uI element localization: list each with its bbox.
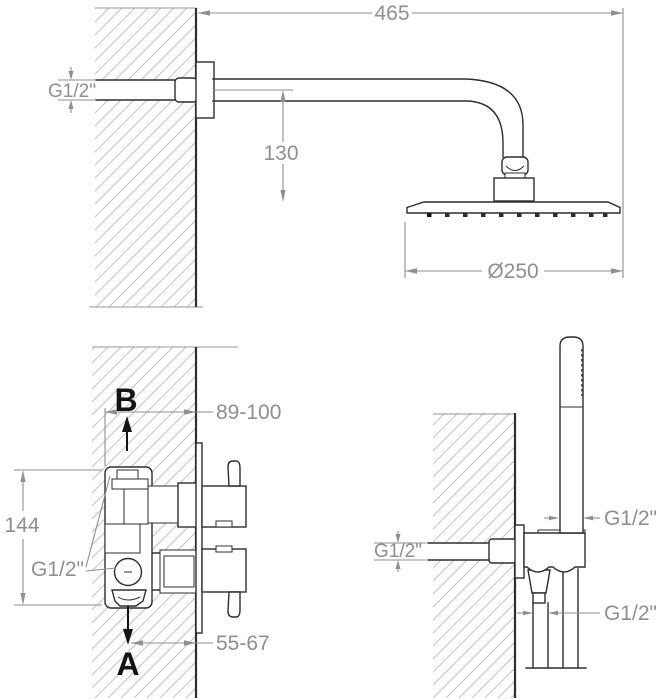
dim-valve-thread: G1/2": [31, 475, 117, 581]
upper-lever: [227, 460, 241, 487]
dim-outlet-offset: 55-67: [131, 632, 270, 655]
dim-wall-thread-text: G1/2": [48, 81, 96, 102]
cover-plate: [195, 442, 203, 634]
up-arrow-icon: [122, 416, 132, 432]
outlet-bottom-marker: A: [116, 606, 140, 682]
supply-stub: [95, 77, 198, 103]
dim-wall-thread: G1/2": [48, 67, 96, 113]
upper-handle: [201, 460, 247, 528]
dim-hose-thread: G1/2": [517, 602, 657, 625]
dim-head-diameter: Ø250: [404, 222, 623, 283]
dim-body-height: 144: [4, 469, 102, 606]
supply-pipe: [427, 538, 517, 564]
lower-lever: [227, 591, 241, 618]
valve-body: [104, 442, 247, 634]
dim-supply-thread: G1/2": [374, 531, 426, 572]
dim-head-diameter-text: Ø250: [487, 260, 538, 283]
dim-drop-height: 130: [214, 89, 299, 202]
leader-line: [85, 475, 111, 568]
dim-mount-depth: 89-100: [104, 401, 281, 466]
dim-drop-height-text: 130: [263, 142, 298, 165]
dim-supply-thread-text: G1/2": [374, 541, 422, 562]
dim-valve-thread-text: G1/2": [31, 558, 84, 581]
dim-body-height-text: 144: [4, 514, 39, 537]
outlet-top-marker: B: [114, 382, 138, 451]
shower-head: [406, 201, 621, 217]
wall-section-top: [89, 7, 203, 308]
dim-arm-length: 465: [198, 2, 624, 278]
holder-flange: [514, 524, 525, 579]
wall-union: [174, 77, 198, 103]
hand-shower-handle: [559, 336, 584, 534]
outlet-top-label: B: [114, 382, 137, 418]
wall-flange: [195, 61, 215, 119]
dim-handle-thread-text: G1/2": [604, 507, 657, 530]
dim-arm-length-text: 465: [374, 2, 409, 25]
ball-joint: [501, 156, 529, 179]
outlet-bottom-label: A: [116, 646, 139, 682]
dim-hose-thread-text: G1/2": [604, 602, 657, 625]
dim-outlet-offset-text: 55-67: [216, 632, 270, 655]
holder-bracket: [523, 529, 586, 573]
wall-hatch: [95, 8, 196, 307]
dim-mount-depth-text: 89-100: [216, 401, 281, 424]
spray-nozzles: [427, 213, 608, 217]
hand-shower-view: G1/2" G1/2" G1/2": [374, 336, 657, 698]
down-arrow-icon: [123, 629, 133, 645]
wall-union: [488, 538, 517, 564]
dim-handle-thread: G1/2": [544, 507, 657, 530]
shower-hose: [525, 568, 587, 669]
head-connector: [493, 177, 535, 202]
mixer-valve-view: B A 89-100 144: [4, 346, 281, 698]
hose-cone: [527, 569, 551, 604]
leader-line: [85, 567, 117, 572]
overhead-shower-view: 465 130 Ø250 G1/2": [48, 2, 624, 308]
inlet-nut: [111, 589, 147, 607]
lower-handle: [201, 545, 247, 618]
upper-stem: [147, 485, 179, 524]
shower-arm: [212, 78, 524, 158]
